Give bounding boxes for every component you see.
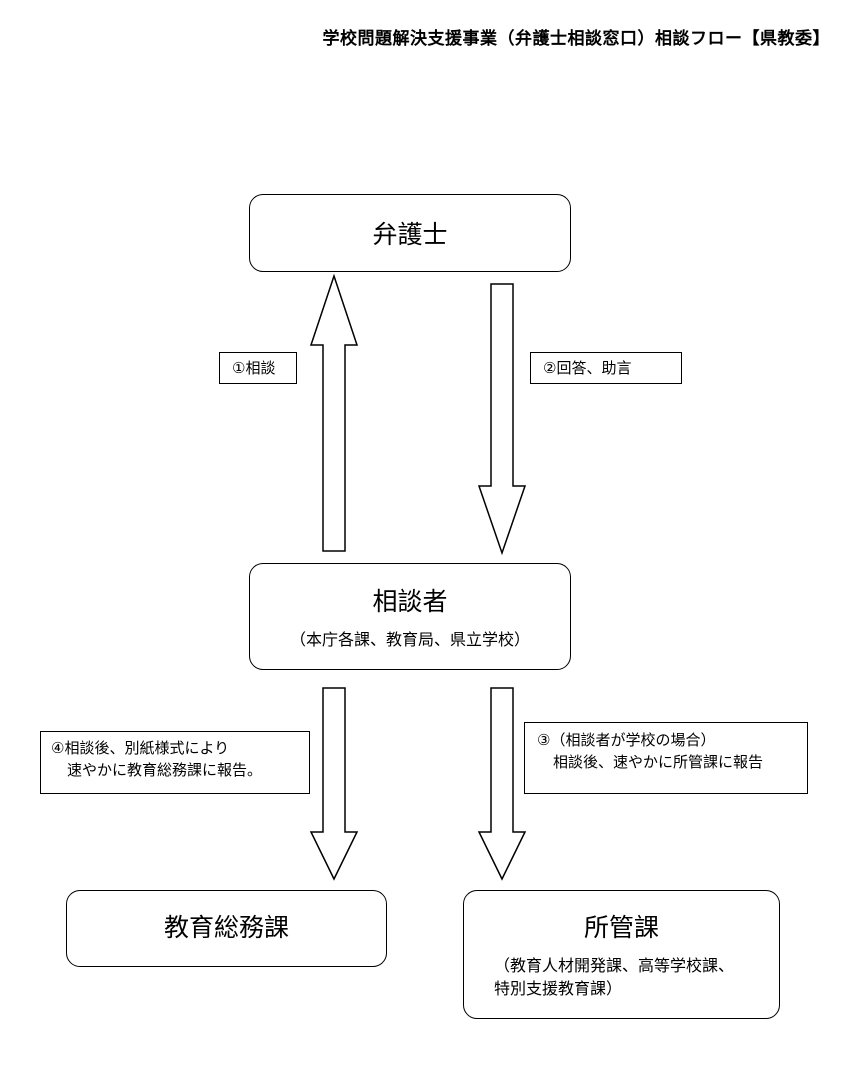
node-department: 所管課 （教育人材開発課、高等学校課、 特別支援教育課）: [463, 890, 780, 1019]
edge-label-step3-line2: 相談後、速やかに所管課に報告: [553, 753, 764, 771]
edge-label-step4-line2: 速やかに教育総務課に報告。: [67, 761, 263, 779]
node-consultant-label: 相談者: [372, 587, 448, 616]
edge-label-step3: ③（相談者が学校の場合） 相談後、速やかに所管課に報告: [524, 722, 808, 794]
arrow-step1-up: [309, 273, 359, 552]
edge-label-step1: ①相談: [219, 352, 297, 384]
page-title: 学校問題解決支援事業（弁護士相談窓口）相談フロー【県教委】: [322, 29, 830, 49]
node-department-label: 所管課: [583, 913, 659, 942]
node-consultant-sublabel: （本庁各課、教育局、県立学校）: [289, 630, 530, 649]
node-department-sublabel-line1: （教育人材開発課、高等学校課、: [494, 956, 735, 975]
edge-label-step3-line1: ③（相談者が学校の場合）: [537, 731, 716, 749]
edge-label-step4-line1: ④相談後、別紙様式により: [51, 739, 230, 757]
edge-label-step4: ④相談後、別紙様式により 速やかに教育総務課に報告。: [40, 731, 310, 794]
node-lawyer: 弁護士: [249, 194, 571, 272]
edge-label-step1-text: ①相談: [232, 359, 276, 377]
arrow-step2-down: [477, 283, 527, 556]
node-department-sublabel-line2: 特別支援教育課）: [494, 979, 623, 998]
node-general-affairs-label: 教育総務課: [163, 913, 289, 942]
node-consultant: 相談者 （本庁各課、教育局、県立学校）: [249, 563, 571, 670]
arrow-step3-down: [477, 687, 527, 881]
node-general-affairs: 教育総務課: [66, 890, 387, 967]
edge-label-step2-text: ②回答、助言: [543, 359, 632, 377]
node-lawyer-label: 弁護士: [372, 220, 448, 249]
edge-label-step2: ②回答、助言: [530, 352, 682, 384]
arrow-step4-down: [309, 687, 359, 881]
